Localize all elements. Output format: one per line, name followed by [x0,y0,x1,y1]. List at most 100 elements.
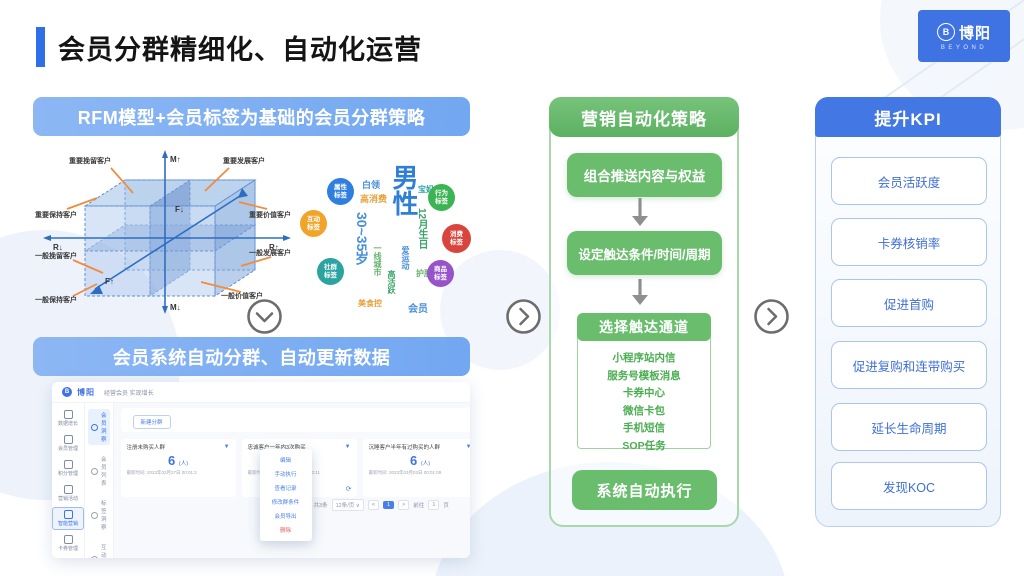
nav-item[interactable]: 积分商城 [52,557,84,558]
filter-icon[interactable]: ▼ [465,444,470,450]
channel-item: 小程序站内信 [612,352,676,364]
submenu-item[interactable]: 会员列表 [88,453,110,489]
wordcloud-word: 一线城市 [373,244,382,276]
per-page-select[interactable]: 12条/页 ∨ [331,499,364,511]
nav-item[interactable]: 会员管理 [52,432,84,455]
svg-text:M↑: M↑ [170,155,181,164]
rfm-label: 一般保持客户 [35,295,77,304]
menu-item-delete[interactable]: 删除 [280,528,292,534]
next-page-button[interactable]: > [398,500,410,510]
points-icon [63,460,73,469]
rfm-cube-diagram: M↑ M↓ R↓ R↑ F↑ F↓ 重要挽留客户 重要发展客户 重要保持客户 重… [35,150,291,314]
submenu-item[interactable]: 标签洞察 [88,497,110,533]
screenshot-nav-sidebar: 数据增长 会员管理 积分管理 营销活动 智能营销 卡券管理 积分商城 [52,403,85,558]
automation-step-1: 组合推送内容与权益 [567,153,722,197]
nav-item[interactable]: 营销活动 [52,482,84,505]
kpi-box: 促进首购 [831,279,987,327]
wordcloud-word: 男性 [389,164,419,216]
rfm-label: 重要挽留客户 [69,156,111,165]
kpi-box: 会员活跃度 [831,157,987,205]
menu-dot-icon [91,555,98,558]
nav-item[interactable]: 卡券管理 [52,532,84,555]
svg-text:R↑: R↑ [269,243,279,252]
rfm-label: 一般价值客户 [221,291,263,300]
target-icon [63,485,73,494]
wordcloud-word: 30~35岁 [354,212,370,266]
wordcloud-word: 宝妈 [418,185,434,194]
current-page[interactable]: 1 [383,501,395,509]
menu-dot-icon [91,511,98,519]
channel-item: 微信卡包 [623,404,665,417]
menu-item[interactable]: 查看记录 [274,486,297,492]
title-accent-bar [36,27,45,67]
nav-item[interactable]: 数据增长 [52,407,84,430]
coupon-icon [63,535,73,544]
kpi-box: 促进复购和连带购买 [831,341,987,389]
chevron-right-icon [753,298,790,335]
nav-item[interactable]: 积分管理 [52,457,84,480]
channel-list: 小程序站内信 服务号模板消息 卡券中心 微信卡包 手机短信 SOP任务 [577,327,711,452]
page-unit-label: 页 [443,503,449,509]
brand-logo: B 博阳 BEYOND [918,10,1010,62]
refresh-icon[interactable]: ⟳ [345,486,352,493]
wordcloud-word: 高活跃 [387,270,396,294]
page-title: 会员分群精细化、自动化运营 [58,35,422,65]
filter-icon[interactable]: ▼ [223,444,230,450]
system-section-header: 会员系统自动分群、自动更新数据 [33,337,470,376]
wordcloud-word: 白领 [362,180,381,190]
channel-item: 手机短信 [623,422,665,434]
brand-name: 博阳 [958,24,991,42]
automation-header: 营销自动化策略 [549,97,739,137]
kpi-box: 发现KOC [831,462,987,510]
tag-circle-interaction: 互动标签 [300,210,327,237]
screenshot-brand-icon: B [62,387,72,397]
nav-item-selected[interactable]: 智能营销 [52,507,84,530]
tag-circle-community: 社群标签 [317,258,344,285]
automation-icon [63,510,73,519]
tag-circle-consumption: 消费标签 [442,224,471,253]
screenshot-topbar: B 博阳 经营会员 实现增长 [52,382,470,403]
rfm-label: 重要发展客户 [223,156,265,165]
submenu-item-selected[interactable]: 会员洞察 [88,409,110,445]
submenu-item[interactable]: 互动洞察 [88,541,110,558]
screenshot-tagline: 经营会员 实现增长 [104,390,154,397]
kpi-header: 提升KPI [815,97,1001,137]
rfm-label: 重要保持客户 [35,210,77,219]
rfm-section-header: RFM模型+会员标签为基础的会员分群策略 [33,97,470,136]
wordcloud-word: 高消费 [360,194,388,204]
wordcloud-word: 护肤 [416,269,432,278]
goto-page-input[interactable]: 1 [428,500,440,510]
system-screenshot: B 博阳 经营会员 实现增长 数据增长 会员管理 积分管理 营销活动 智能营销 … [52,382,470,558]
tag-circle-product: 商品标签 [427,260,454,287]
channel-item: 服务号模板消息 [607,369,681,382]
svg-text:R↓: R↓ [53,243,63,252]
menu-dot-icon [91,467,98,475]
user-icon [63,435,73,444]
brand-logo-icon: B [936,23,955,41]
menu-item[interactable]: 编辑 [280,458,292,464]
screenshot-toolbar: 新建分群 [120,408,470,432]
wordcloud-word: 美食控 [358,299,382,308]
menu-item[interactable]: 手动执行 [274,472,297,478]
pagination: 共3条 12条/页 ∨ < 1 > 前往 1 页 [314,499,449,511]
channel-item: 卡券中心 [623,387,665,399]
new-segment-button[interactable]: 新建分群 [132,415,171,429]
pagination-total: 共3条 [313,503,328,509]
chevron-right-icon [505,298,542,335]
svg-text:F↑: F↑ [105,277,114,286]
chart-icon [63,410,73,419]
segment-card[interactable]: 注册未购买人群▼ 6 (人) 最新时间: 2023年02月27日 00:01:2 [120,439,236,497]
prev-page-button[interactable]: < [367,500,380,510]
down-arrow-icon [628,277,652,312]
segment-card[interactable]: 沉睡客户半年有过购买的人群▼ 6 (人) 最新时间: 2023年03月03日 0… [362,439,470,497]
svg-text:M↓: M↓ [170,303,181,312]
filter-icon[interactable]: ▼ [344,444,351,450]
rfm-label: 一般发展客户 [249,248,291,257]
menu-dot-icon [91,423,98,431]
menu-item[interactable]: 会员导出 [274,514,297,520]
channel-item: SOP任务 [622,439,666,452]
menu-item[interactable]: 修改群条件 [271,500,300,506]
svg-text:F↓: F↓ [175,205,184,214]
wordcloud-word: 会员 [408,304,428,315]
